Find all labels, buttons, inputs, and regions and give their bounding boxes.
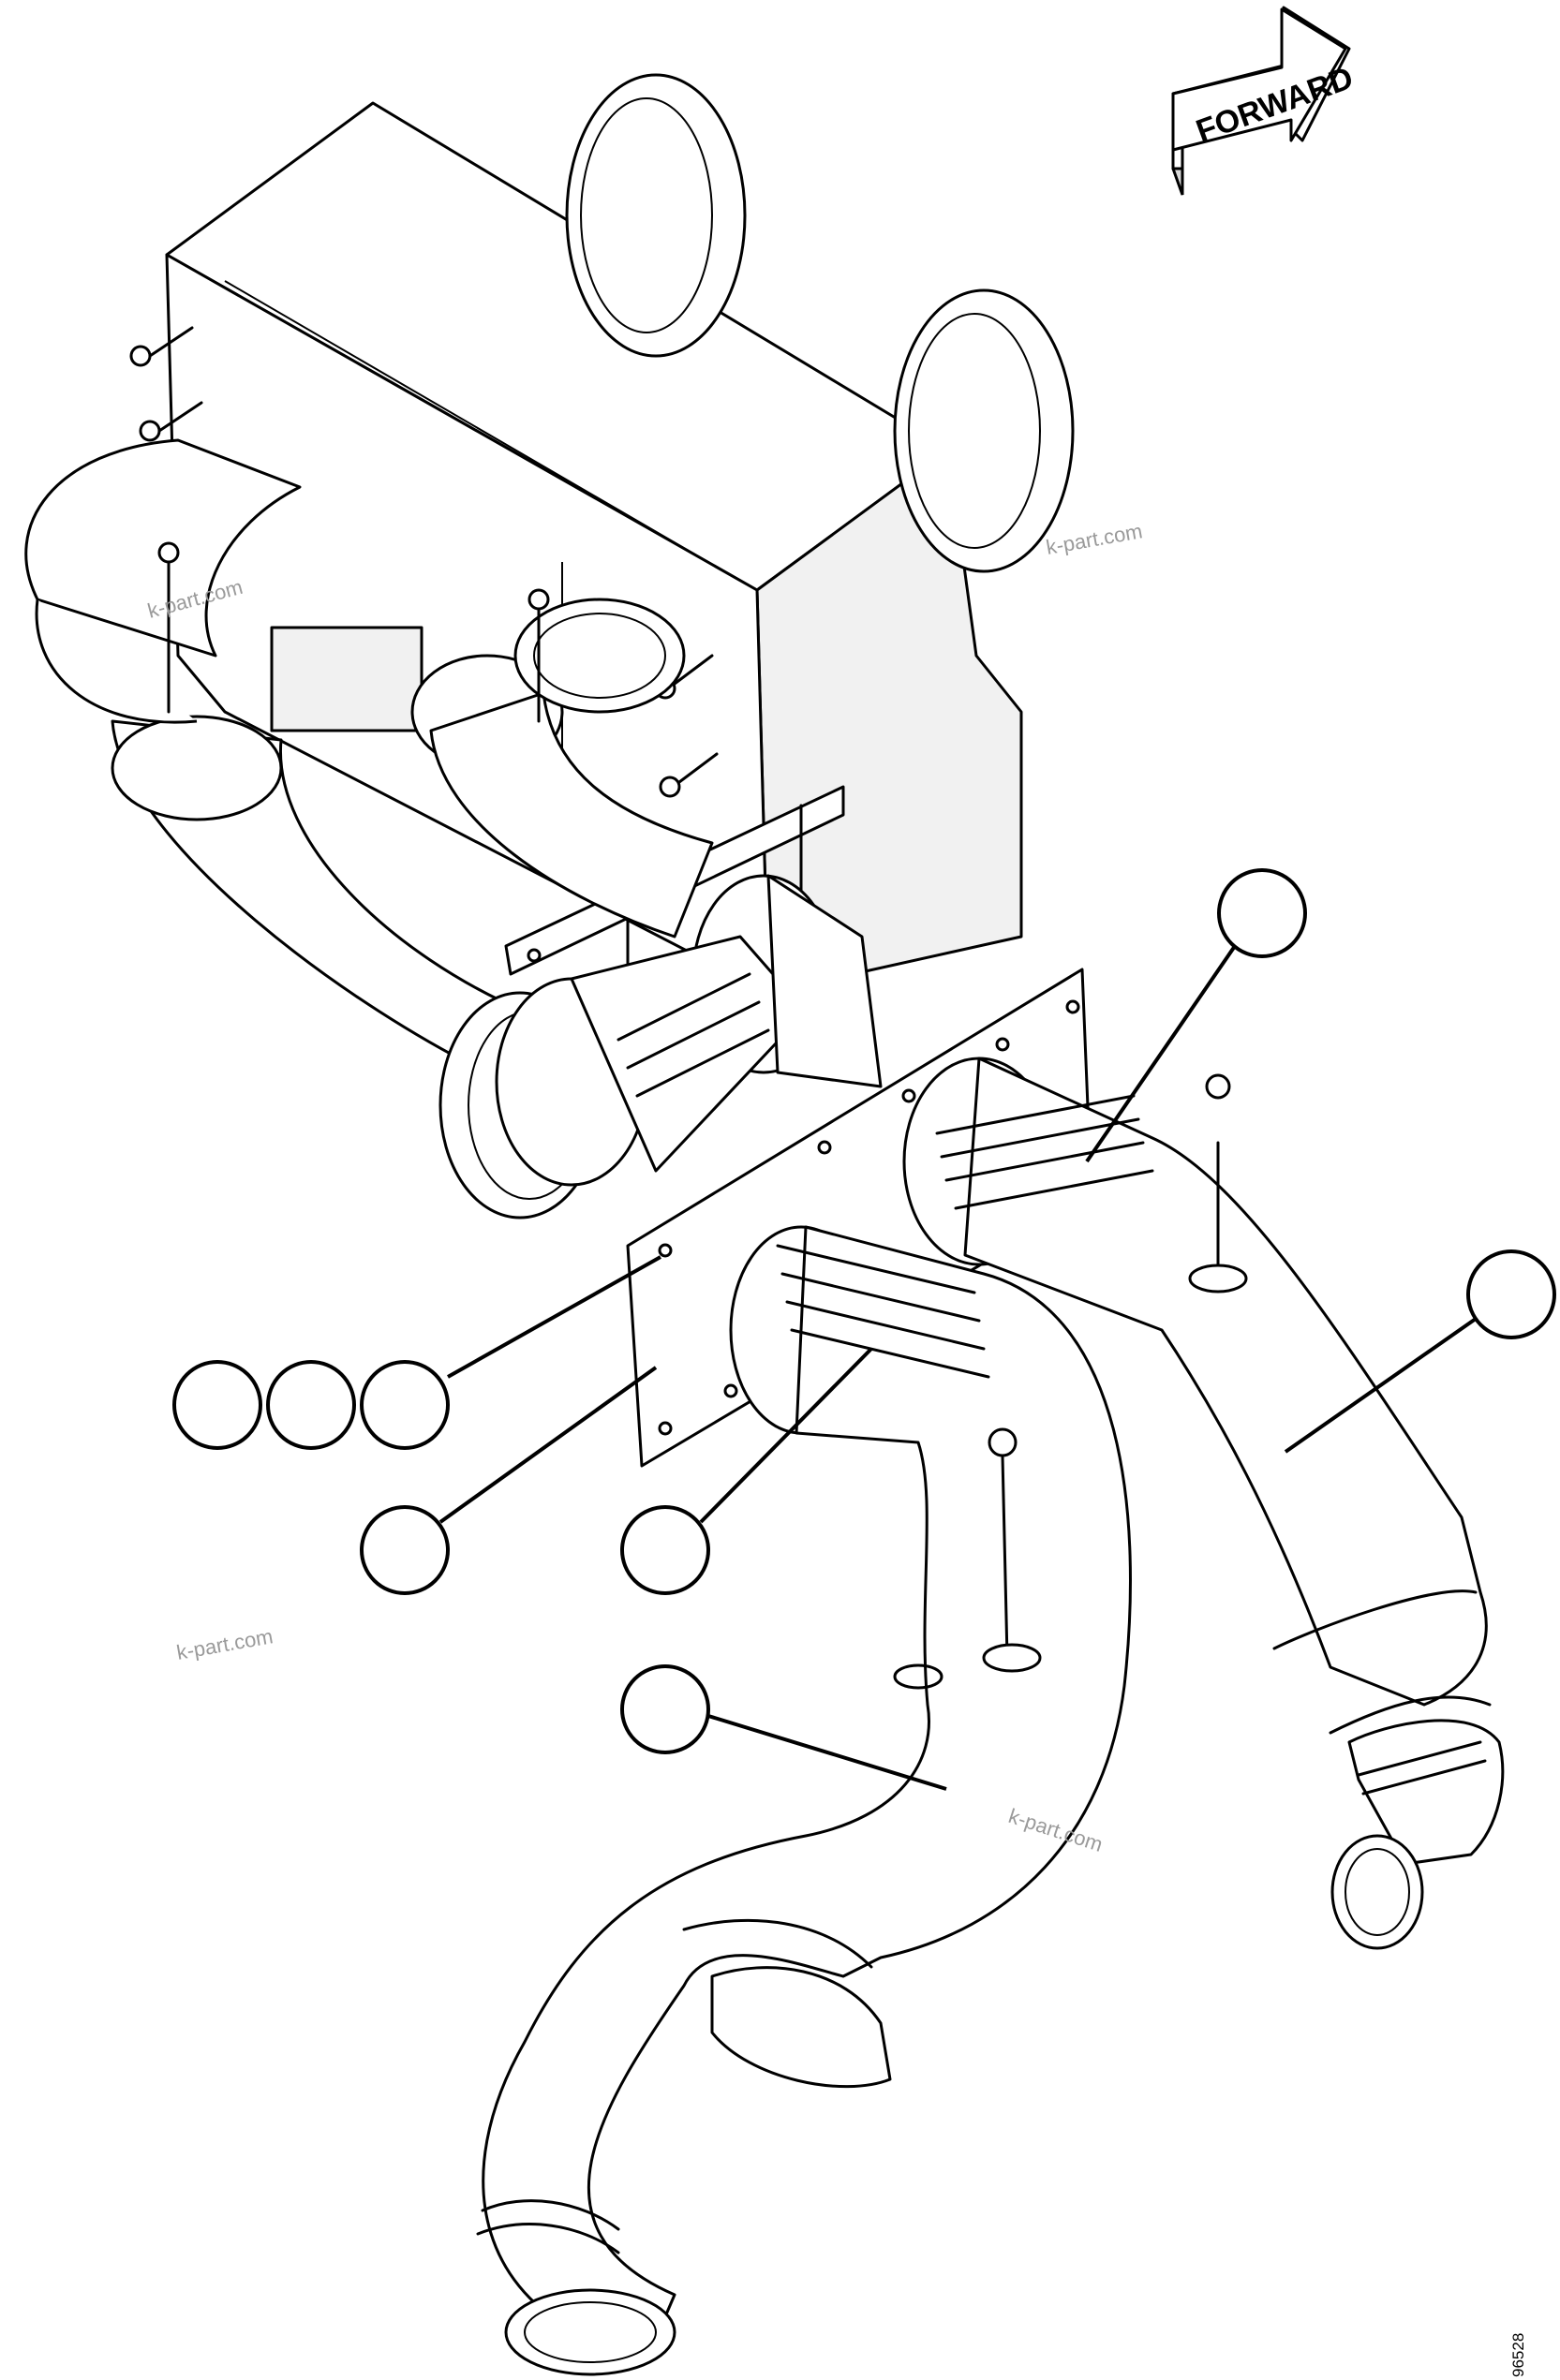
right-outlet-duct [902, 1057, 1505, 1950]
callout-circle[interactable] [172, 1360, 262, 1450]
bellows-rings-right [935, 1094, 1154, 1210]
watermark: k-part.com [1045, 519, 1145, 559]
bellows-rings-left [776, 1244, 990, 1379]
hose-clamp-lower-left [476, 2199, 620, 2254]
bellows-clamp [617, 972, 770, 1098]
callout-leader [699, 1347, 873, 1524]
left-outlet-duct [476, 1225, 1132, 2376]
watermark: k-part.com [175, 1624, 275, 1664]
forward-arrow: FORWARD [1171, 6, 1358, 196]
callout-leader [447, 1255, 661, 1379]
hose-clamp-lower-right [1357, 1740, 1487, 1796]
callout-circle[interactable] [620, 1505, 710, 1595]
drawing-number: 96528 [1509, 2333, 1527, 2377]
callout-circle[interactable] [1466, 1249, 1556, 1339]
callout-leader [1085, 944, 1237, 1163]
callout-leader [1284, 1317, 1478, 1454]
callout-leader [438, 1366, 658, 1524]
callout-circle[interactable] [360, 1360, 450, 1450]
callout-circle[interactable] [266, 1360, 356, 1450]
intermediate-ducts [495, 874, 883, 1187]
callout-circle[interactable] [1217, 868, 1307, 958]
callout-circle[interactable] [360, 1505, 450, 1595]
center-inlet-duct [410, 588, 714, 939]
air-cleaner-housing [129, 73, 1075, 995]
callout-leader [707, 1714, 947, 1791]
callout-circle[interactable] [620, 1664, 710, 1754]
callouts [172, 868, 1556, 1791]
